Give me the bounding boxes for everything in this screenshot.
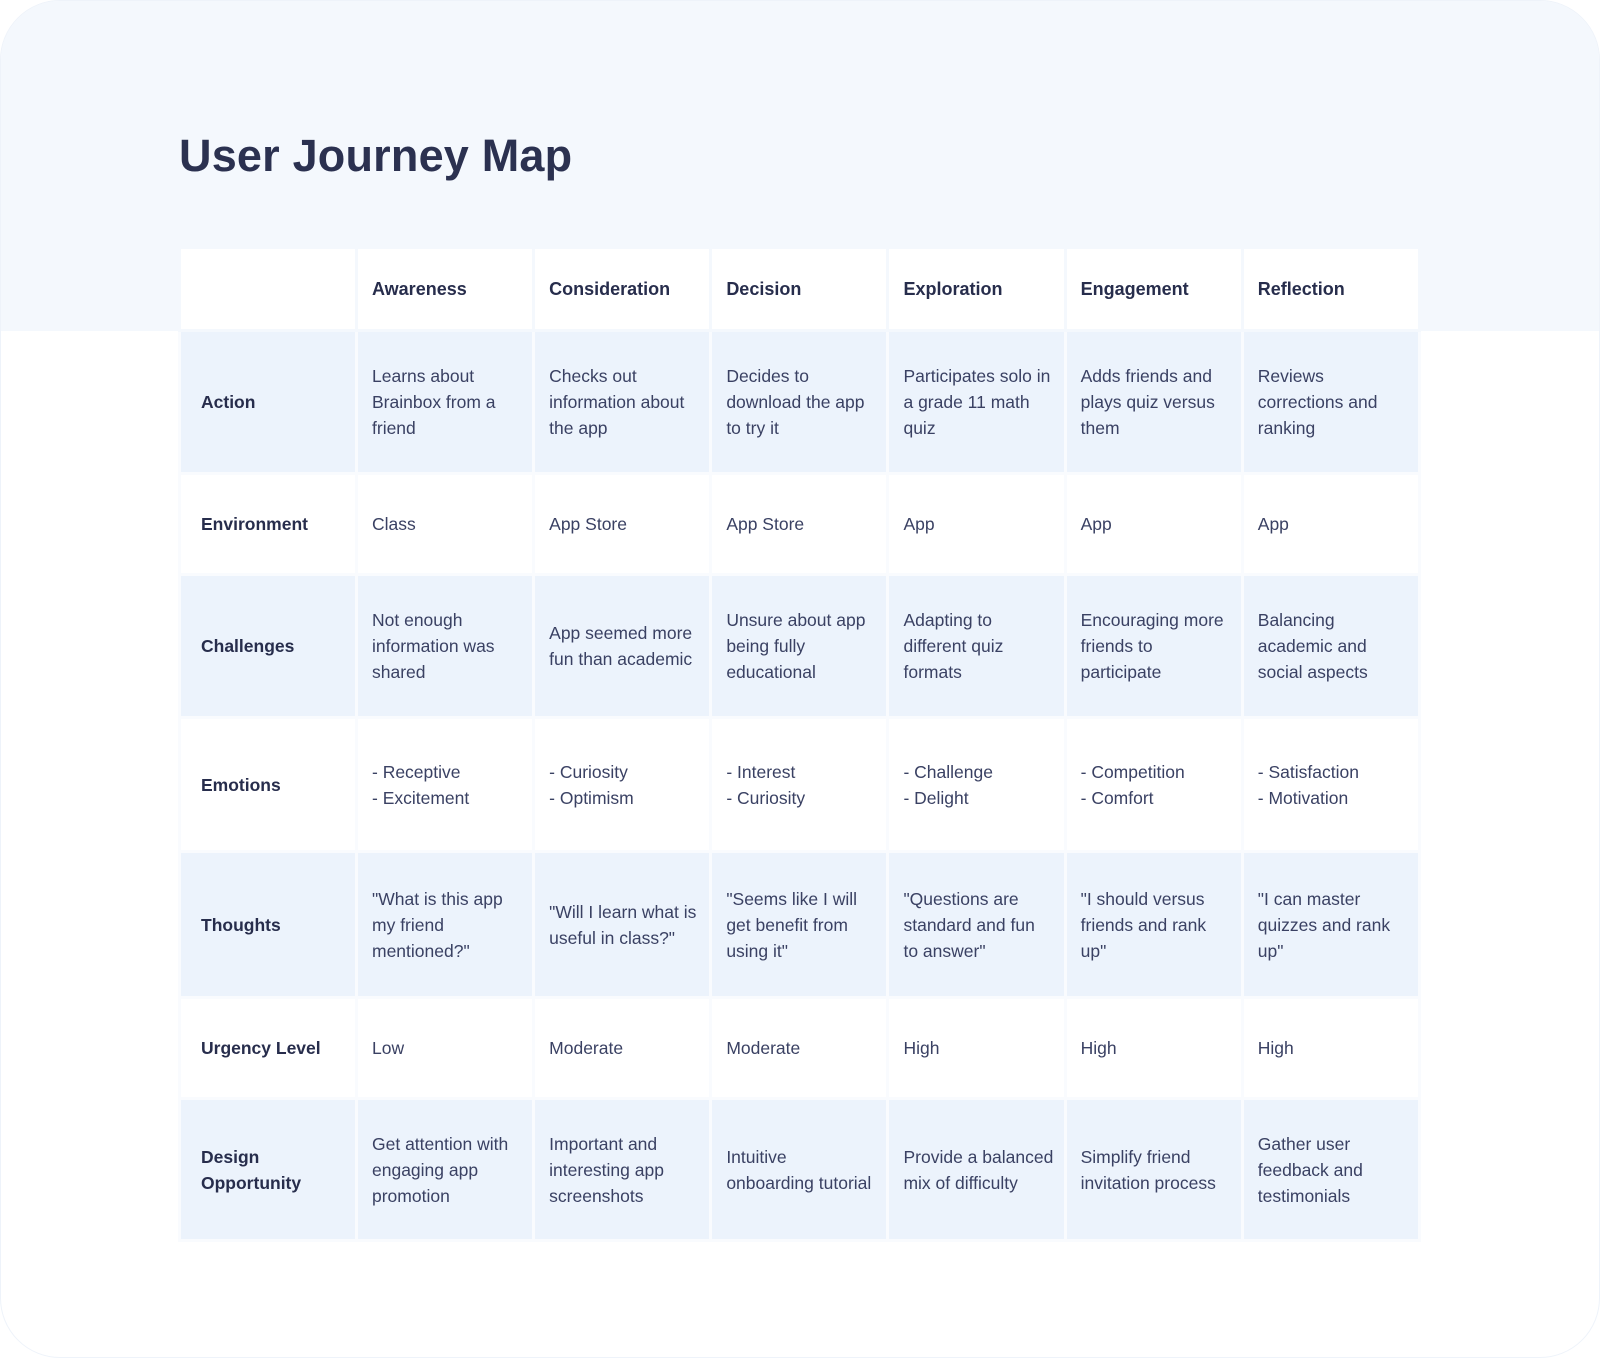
row-label-design-opportunity: Design Opportunity — [181, 1100, 355, 1239]
cell-emotions-engagement: - Competition - Comfort — [1066, 719, 1241, 850]
cell-design-engagement: Simplify friend invitation process — [1066, 1100, 1241, 1239]
row-label-environment: Environment — [181, 475, 355, 573]
cell-thoughts-reflection: "I can master quizzes and rank up" — [1243, 853, 1418, 996]
user-journey-table: Awareness Consideration Decision Explora… — [178, 246, 1421, 1242]
cell-environment-awareness: Class — [358, 475, 533, 573]
cell-action-exploration: Participates solo in a grade 11 math qui… — [889, 332, 1064, 472]
cell-challenges-exploration: Adapting to different quiz formats — [889, 576, 1064, 716]
table-row-thoughts: Thoughts "What is this app my friend men… — [181, 853, 1418, 996]
cell-challenges-decision: Unsure about app being fully educational — [712, 576, 887, 716]
cell-thoughts-awareness: "What is this app my friend mentioned?" — [358, 853, 533, 996]
cell-thoughts-decision: "Seems like I will get benefit from usin… — [712, 853, 887, 996]
cell-urgency-decision: Moderate — [712, 999, 887, 1097]
cell-challenges-reflection: Balancing academic and social aspects — [1243, 576, 1418, 716]
cell-urgency-consideration: Moderate — [535, 999, 710, 1097]
stage-header-row: Awareness Consideration Decision Explora… — [181, 249, 1418, 329]
page-title: User Journey Map — [179, 130, 573, 181]
table-row-action: Action Learns about Brainbox from a frie… — [181, 332, 1418, 472]
cell-emotions-reflection: - Satisfaction - Motivation — [1243, 719, 1418, 850]
cell-action-reflection: Reviews corrections and ranking — [1243, 332, 1418, 472]
cell-design-decision: Intuitive onboarding tutorial — [712, 1100, 887, 1239]
cell-challenges-awareness: Not enough information was shared — [358, 576, 533, 716]
row-label-action: Action — [181, 332, 355, 472]
cell-design-consideration: Important and interesting app screenshot… — [535, 1100, 710, 1239]
cell-action-consideration: Checks out information about the app — [535, 332, 710, 472]
row-label-urgency-level: Urgency Level — [181, 999, 355, 1097]
cell-design-awareness: Get attention with engaging app promotio… — [358, 1100, 533, 1239]
cell-urgency-reflection: High — [1243, 999, 1418, 1097]
cell-thoughts-engagement: "I should versus friends and rank up" — [1066, 853, 1241, 996]
cell-urgency-engagement: High — [1066, 999, 1241, 1097]
row-label-challenges: Challenges — [181, 576, 355, 716]
cell-design-reflection: Gather user feedback and testimonials — [1243, 1100, 1418, 1239]
cell-thoughts-exploration: "Questions are standard and fun to answe… — [889, 853, 1064, 996]
cell-action-engagement: Adds friends and plays quiz versus them — [1066, 332, 1241, 472]
cell-emotions-awareness: - Receptive - Excitement — [358, 719, 533, 850]
cell-emotions-consideration: - Curiosity - Optimism — [535, 719, 710, 850]
stage-header-awareness: Awareness — [358, 249, 533, 329]
cell-environment-engagement: App — [1066, 475, 1241, 573]
cell-challenges-consideration: App seemed more fun than academic — [535, 576, 710, 716]
stage-header-exploration: Exploration — [889, 249, 1064, 329]
row-label-emotions: Emotions — [181, 719, 355, 850]
cell-environment-exploration: App — [889, 475, 1064, 573]
cell-challenges-engagement: Encouraging more friends to participate — [1066, 576, 1241, 716]
cell-environment-decision: App Store — [712, 475, 887, 573]
cell-environment-reflection: App — [1243, 475, 1418, 573]
cell-emotions-decision: - Interest - Curiosity — [712, 719, 887, 850]
stage-header-decision: Decision — [712, 249, 887, 329]
cell-urgency-exploration: High — [889, 999, 1064, 1097]
cell-design-exploration: Provide a balanced mix of difficulty — [889, 1100, 1064, 1239]
cell-environment-consideration: App Store — [535, 475, 710, 573]
table-row-emotions: Emotions - Receptive - Excitement - Curi… — [181, 719, 1418, 850]
stage-header-consideration: Consideration — [535, 249, 710, 329]
stage-header-engagement: Engagement — [1066, 249, 1241, 329]
table-row-challenges: Challenges Not enough information was sh… — [181, 576, 1418, 716]
cell-emotions-exploration: - Challenge - Delight — [889, 719, 1064, 850]
table-row-design-opportunity: Design Opportunity Get attention with en… — [181, 1100, 1418, 1239]
stage-header-reflection: Reflection — [1243, 249, 1418, 329]
cell-action-awareness: Learns about Brainbox from a friend — [358, 332, 533, 472]
cell-urgency-awareness: Low — [358, 999, 533, 1097]
cell-thoughts-consideration: "Will I learn what is useful in class?" — [535, 853, 710, 996]
table-corner-cell — [181, 249, 355, 329]
cell-action-decision: Decides to download the app to try it — [712, 332, 887, 472]
row-label-thoughts: Thoughts — [181, 853, 355, 996]
table-row-urgency-level: Urgency Level Low Moderate Moderate High… — [181, 999, 1418, 1097]
table-row-environment: Environment Class App Store App Store Ap… — [181, 475, 1418, 573]
